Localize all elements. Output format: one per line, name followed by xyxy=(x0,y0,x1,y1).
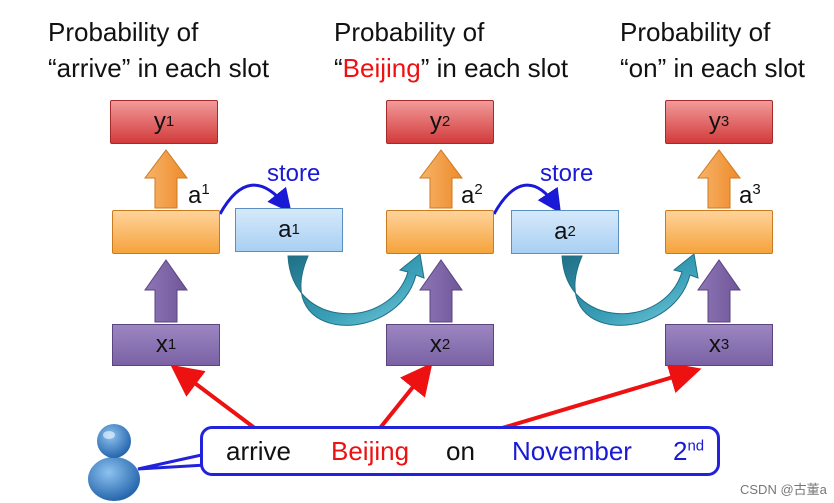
sentence-word-beijing: Beijing xyxy=(331,436,410,466)
up-arrow-orange-1 xyxy=(144,149,188,209)
sentence-box xyxy=(200,426,720,476)
store-label-1: store xyxy=(267,160,321,187)
hidden-label-1-base: a xyxy=(188,182,202,209)
recurrent-arrow-2 xyxy=(561,253,699,326)
sentence-word-november: November xyxy=(512,436,632,466)
hidden-label-3-base: a xyxy=(739,182,753,209)
hidden-label-1: a1 xyxy=(188,182,210,210)
sentence-word-2nd: 2nd xyxy=(673,436,704,467)
title-3-open-quote: “ xyxy=(620,53,629,83)
hidden-label-1-sup: 1 xyxy=(201,181,210,198)
up-arrow-orange-3 xyxy=(697,149,741,209)
title-2-line2: “Beijing” in each slot xyxy=(334,50,568,86)
title-2: Probability of “Beijing” in each slot xyxy=(334,14,568,86)
recurrent-arrow-1 xyxy=(287,253,425,326)
title-3-line1: Probability of xyxy=(620,17,771,47)
output-2-base: y xyxy=(429,108,442,135)
hidden-label-2: a2 xyxy=(461,182,483,210)
hidden-box-3 xyxy=(665,210,773,254)
title-1-word: arrive xyxy=(56,53,122,83)
sentence-word-arrive: arrive xyxy=(226,436,292,466)
title-2-word: Beijing xyxy=(342,53,421,83)
title-1-line2: “arrive” in each slot xyxy=(48,50,269,86)
hidden-to-output-arrows xyxy=(144,149,741,209)
input-to-hidden-arrows xyxy=(144,259,741,323)
hidden-label-3-sup: 3 xyxy=(752,181,761,198)
sentence-word-2nd-sup: nd xyxy=(687,437,705,455)
store-arrow-1 xyxy=(218,183,292,215)
title-3: Probability of “on” in each slot xyxy=(620,14,805,86)
title-1-tail: ” in each slot xyxy=(121,53,270,83)
output-1-base: y xyxy=(153,108,166,135)
title-2-tail: ” in each slot xyxy=(420,53,569,83)
user-icon xyxy=(88,424,140,501)
input-2-base: x xyxy=(429,331,442,358)
output-3-base: y xyxy=(708,108,721,135)
up-arrow-purple-3 xyxy=(697,259,741,323)
input-3-base: x xyxy=(708,331,721,358)
title-1: Probability of “arrive” in each slot xyxy=(48,14,269,86)
hidden-label-2-sup: 2 xyxy=(474,181,483,198)
store-arrows xyxy=(218,183,561,215)
up-arrow-purple-1 xyxy=(144,259,188,323)
watermark: CSDN @古董a xyxy=(740,482,827,497)
store-arrow-2 xyxy=(492,183,561,215)
title-2-open-quote: “ xyxy=(334,53,343,83)
memory-1-base: a xyxy=(278,216,292,243)
speech-pointer xyxy=(137,452,208,471)
title-1-line1: Probability of xyxy=(48,17,199,47)
hidden-box-1 xyxy=(112,210,220,254)
hidden-box-2 xyxy=(386,210,494,254)
memory-2-base: a xyxy=(554,218,568,245)
recurrent-arrows xyxy=(287,253,699,326)
store-label-2: store xyxy=(540,160,594,187)
title-2-line1: Probability of xyxy=(334,17,485,47)
title-3-word: on xyxy=(628,53,658,83)
hidden-label-3: a3 xyxy=(739,182,761,210)
title-3-tail: ” in each slot xyxy=(657,53,805,83)
up-arrow-purple-2 xyxy=(419,259,463,323)
hidden-label-2-base: a xyxy=(461,182,475,209)
sentence-word-2nd-base: 2 xyxy=(673,436,688,466)
sentence-word-on: on xyxy=(446,436,475,466)
title-3-line2: “on” in each slot xyxy=(620,50,805,86)
title-1-open-quote: “ xyxy=(48,53,57,83)
up-arrow-orange-2 xyxy=(419,149,463,209)
input-1-base: x xyxy=(155,331,168,358)
